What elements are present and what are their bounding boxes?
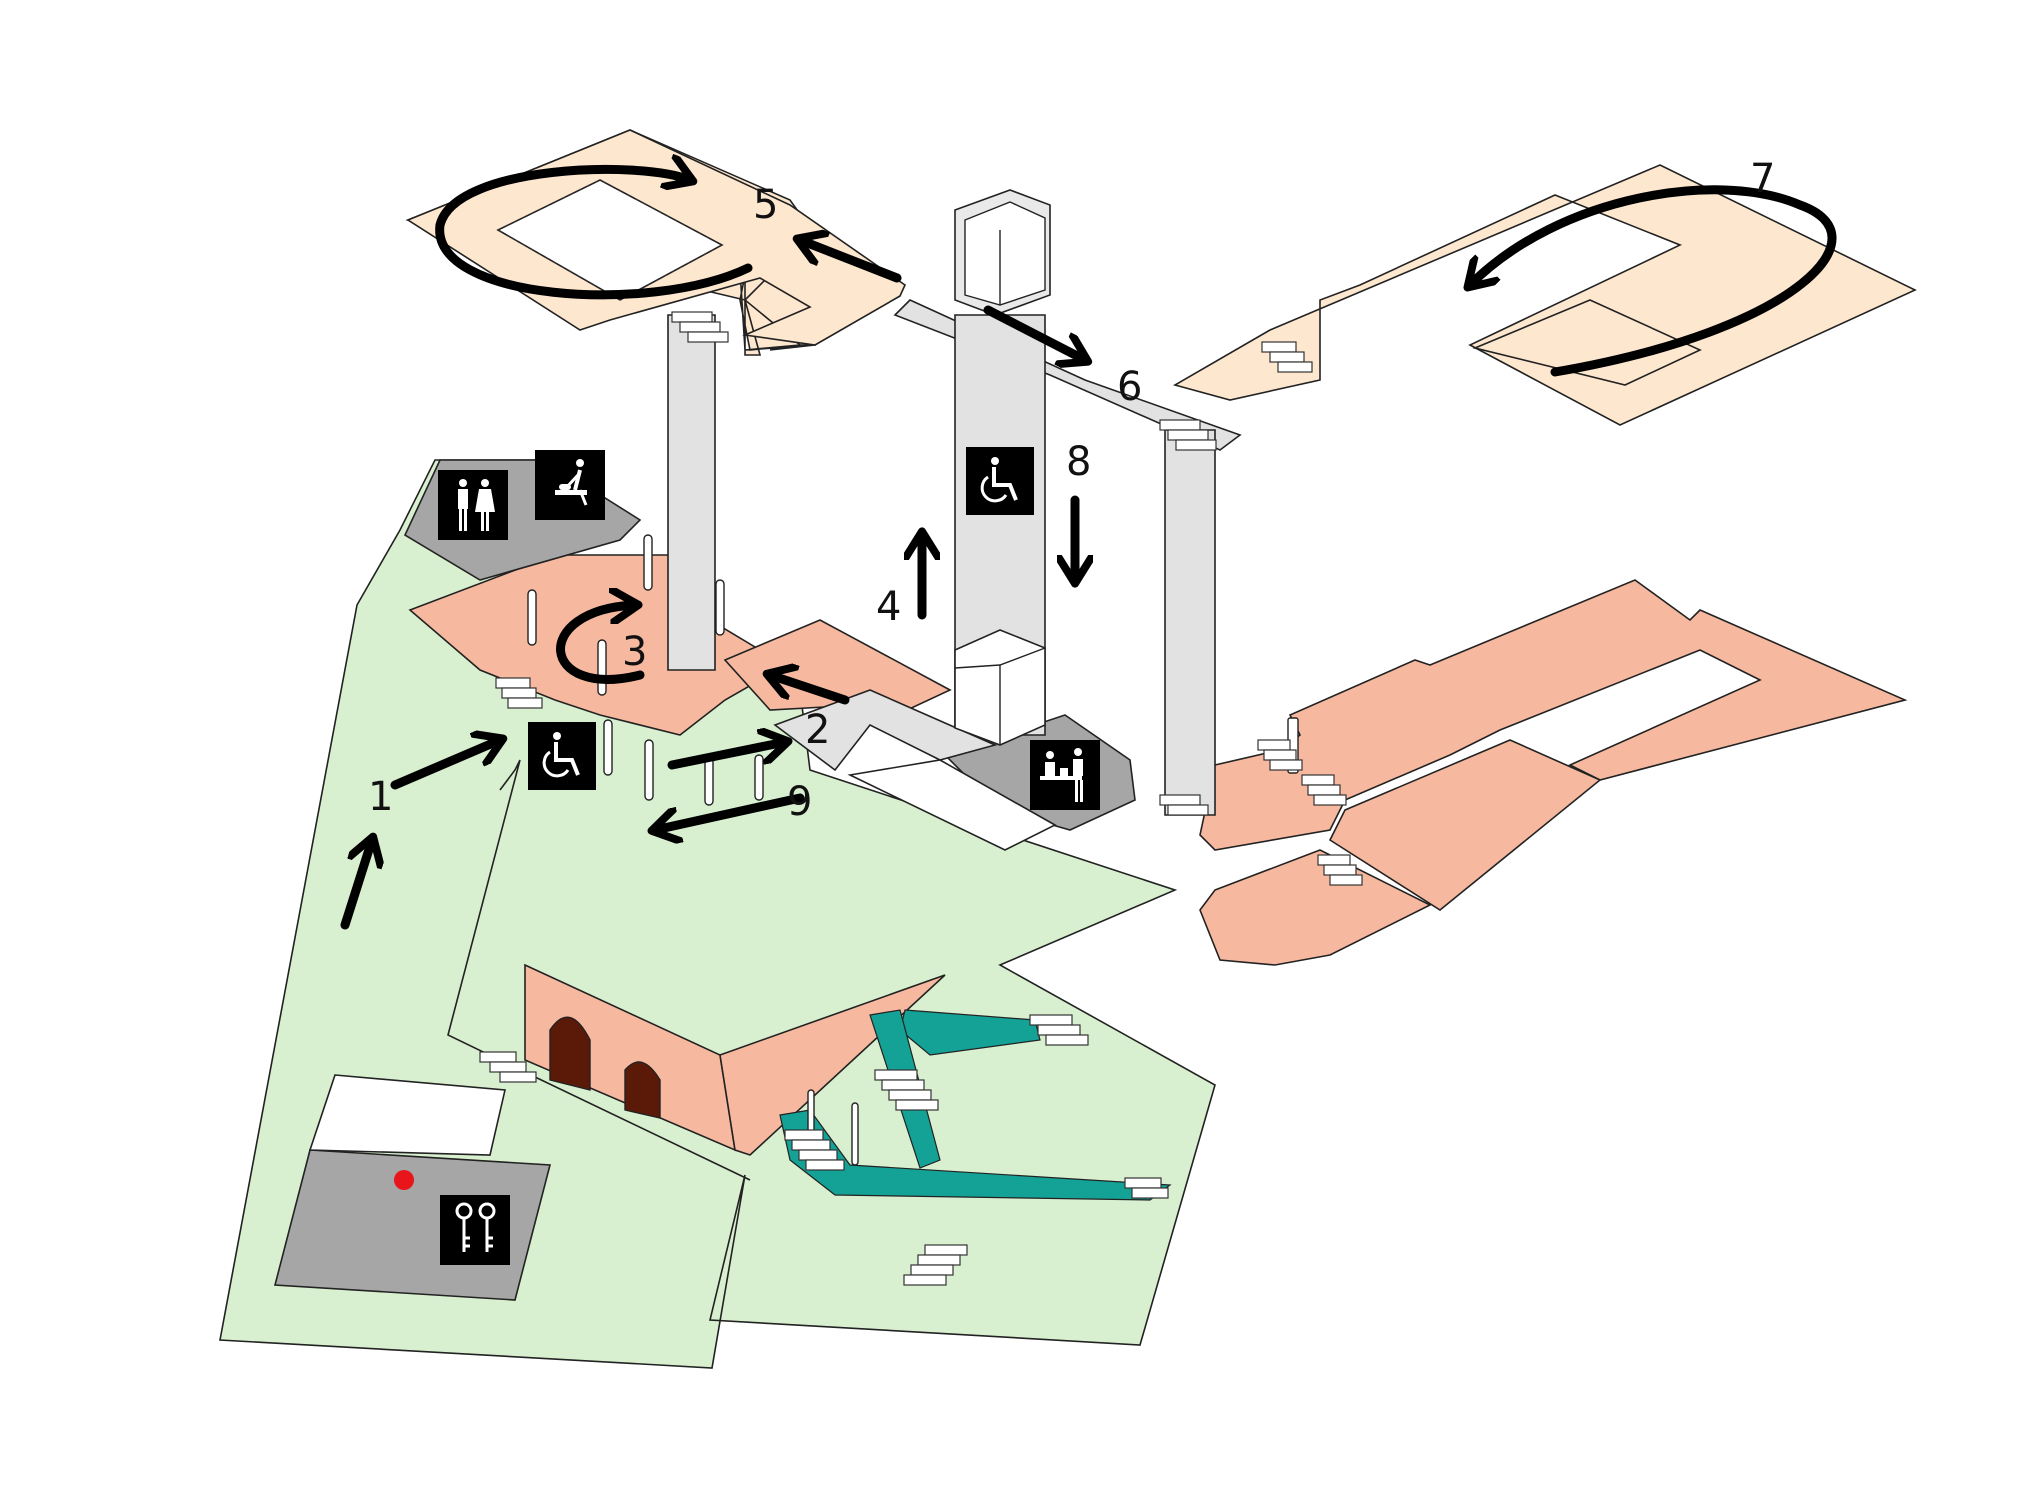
stair-upper-east bbox=[1261, 341, 1313, 373]
stair-ground-east-2 bbox=[1301, 774, 1347, 806]
stair-garden-edge bbox=[479, 1051, 537, 1083]
corridors bbox=[667, 189, 1242, 851]
you-are-here-marker bbox=[394, 1170, 414, 1190]
step-label-8: 8 bbox=[1066, 439, 1091, 485]
route-arrow-1b bbox=[390, 740, 500, 790]
stair-garden-far bbox=[1124, 1177, 1169, 1199]
stair-garden-bottom bbox=[903, 1244, 968, 1286]
elevator-cabin-top bbox=[954, 189, 1051, 316]
elevator-shaft-lift bbox=[954, 314, 1046, 736]
pictograms bbox=[438, 447, 1100, 1265]
stair-column-east bbox=[1159, 794, 1209, 816]
route-arrow-9 bbox=[655, 793, 805, 830]
stair-garden-middle bbox=[874, 1069, 939, 1111]
column-west bbox=[667, 314, 716, 671]
stair-rooftop bbox=[671, 311, 729, 343]
step-label-1: 1 bbox=[368, 774, 393, 820]
route-arrow-2-in bbox=[667, 742, 785, 770]
step-label-9: 9 bbox=[787, 779, 812, 825]
stair-glyphs bbox=[479, 311, 1363, 1286]
route-arrows bbox=[340, 169, 1837, 930]
ground-passage-floor bbox=[847, 759, 1057, 851]
route-arrow-5 bbox=[800, 240, 902, 283]
info-desk-icon bbox=[1030, 740, 1100, 810]
route-arrow-5-loop bbox=[435, 169, 753, 300]
route-arrow-2 bbox=[770, 675, 850, 705]
step-label-2: 2 bbox=[805, 707, 830, 753]
key-room-annex bbox=[308, 1074, 506, 1156]
column-east bbox=[1164, 429, 1216, 816]
stair-garden-lower bbox=[784, 1129, 845, 1171]
route-step-numbers: 1 2 3 4 5 6 7 8 9 bbox=[368, 156, 1775, 825]
elevator-cabin-bottom bbox=[954, 629, 1046, 746]
route-arrow-3 bbox=[556, 605, 645, 684]
stair-ground-west bbox=[495, 677, 543, 709]
route-arrow-1a bbox=[340, 840, 372, 930]
pavilion-doors bbox=[549, 1016, 661, 1119]
route-arrow-6 bbox=[983, 305, 1085, 360]
stair-garden-right bbox=[1029, 1014, 1089, 1046]
rooftop-railing bbox=[496, 179, 724, 301]
upper-floor-east-wing bbox=[1172, 164, 1917, 426]
wheelchair-lift-icon bbox=[966, 447, 1034, 515]
step-label-6: 6 bbox=[1117, 364, 1142, 410]
step-label-4: 4 bbox=[876, 584, 901, 630]
stair-ground-east-1 bbox=[1257, 739, 1303, 771]
door-right bbox=[624, 1061, 661, 1119]
step-label-7: 7 bbox=[1750, 156, 1775, 202]
toilet-men-women-icon bbox=[438, 470, 508, 540]
baby-change-icon bbox=[535, 450, 605, 520]
wheelchair-icon bbox=[528, 722, 596, 790]
door-left bbox=[549, 1016, 591, 1091]
garden-terrace-edge bbox=[447, 759, 751, 1181]
step-label-3: 3 bbox=[622, 629, 647, 675]
stair-ground-east-3 bbox=[1317, 854, 1363, 886]
route-arrow-7-loop bbox=[1470, 185, 1837, 377]
stair-bridge-east bbox=[1159, 419, 1217, 451]
step-label-5: 5 bbox=[753, 182, 778, 228]
keys-icon bbox=[440, 1195, 510, 1265]
ground-east-lower bbox=[1328, 739, 1602, 911]
